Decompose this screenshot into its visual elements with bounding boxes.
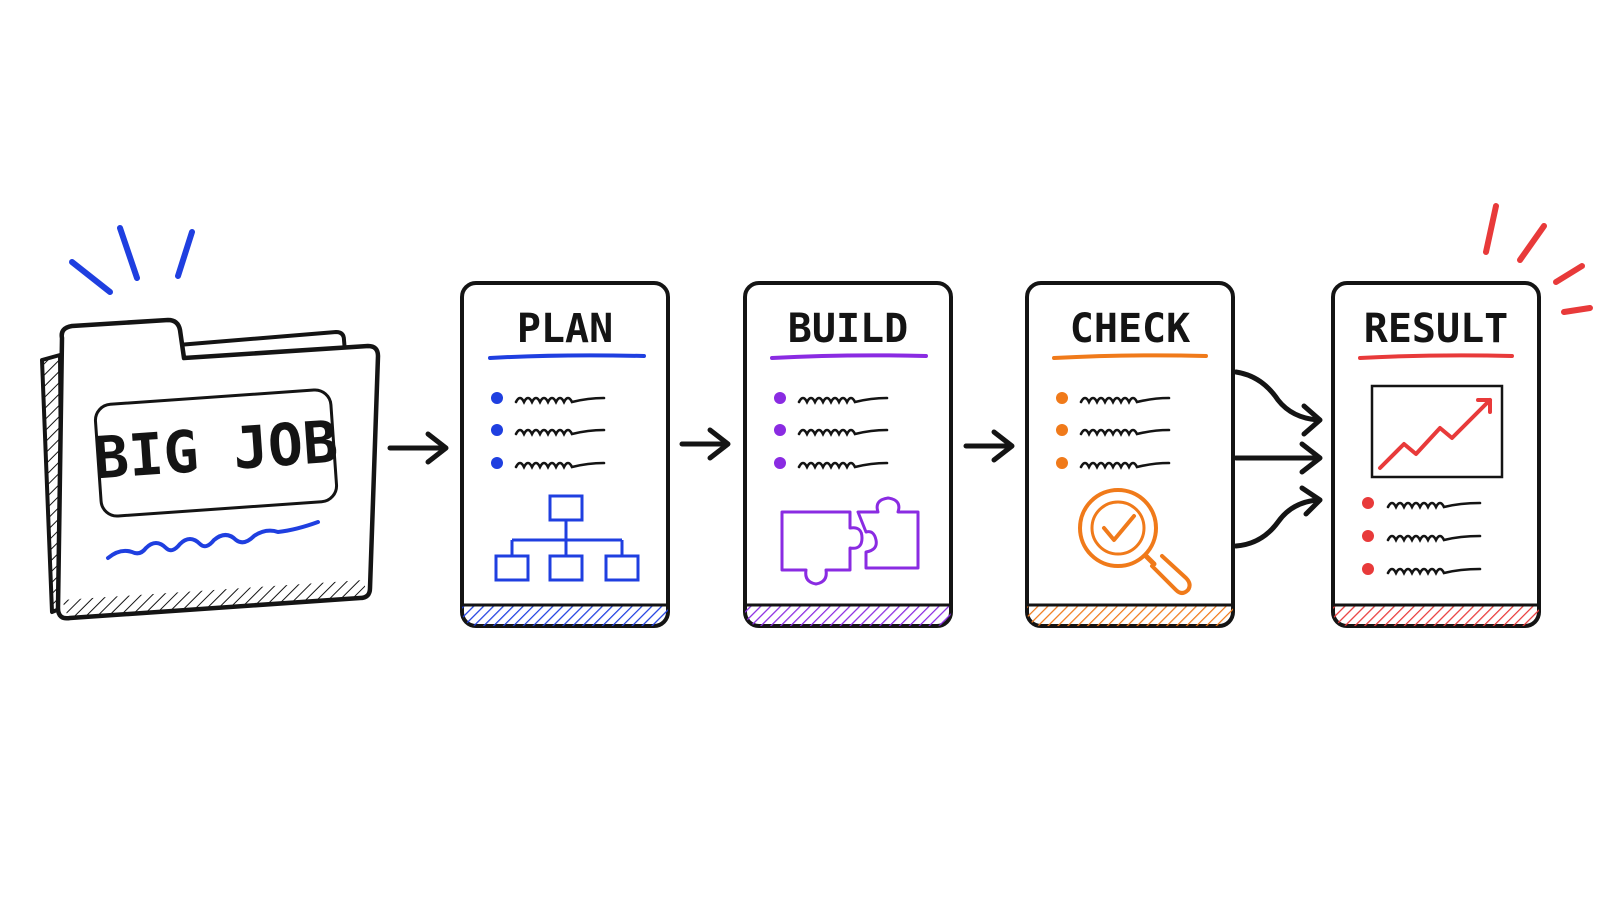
puzzle-icon	[780, 496, 920, 586]
bullet-list	[491, 392, 606, 470]
stage-card-build: BUILD	[743, 281, 953, 628]
stage-card-plan: PLAN	[460, 281, 670, 628]
title-underline	[1358, 353, 1514, 360]
split-arrows	[1233, 369, 1323, 549]
bullet-list	[1056, 392, 1171, 470]
result-burst-icon	[1483, 203, 1593, 315]
title-underline	[1052, 353, 1208, 360]
stage-title-build: BUILD	[788, 306, 908, 352]
stage-card-check: CHECK	[1025, 281, 1235, 628]
flow-arrow	[963, 429, 1015, 463]
folder-squiggle	[106, 520, 320, 560]
folder-icon	[55, 317, 381, 621]
folder-label-box	[93, 388, 339, 518]
magnifier-check-icon	[1078, 488, 1192, 595]
flow-arrow	[387, 431, 449, 465]
hierarchy-icon	[494, 494, 640, 582]
title-underline	[488, 353, 646, 360]
flow-arrow	[679, 427, 731, 461]
big-job-folder: BIG JOB	[40, 225, 381, 621]
stage-title-plan: PLAN	[517, 306, 613, 352]
bullet-list	[774, 392, 889, 470]
stage-title-result: RESULT	[1364, 306, 1509, 352]
stage-title-check: CHECK	[1070, 306, 1190, 352]
bullet-list	[1362, 497, 1482, 576]
folder-burst-icon	[69, 225, 195, 295]
title-underline	[770, 353, 928, 360]
stage-card-result: RESULT	[1331, 203, 1593, 628]
trend-chart-icon	[1370, 384, 1504, 479]
